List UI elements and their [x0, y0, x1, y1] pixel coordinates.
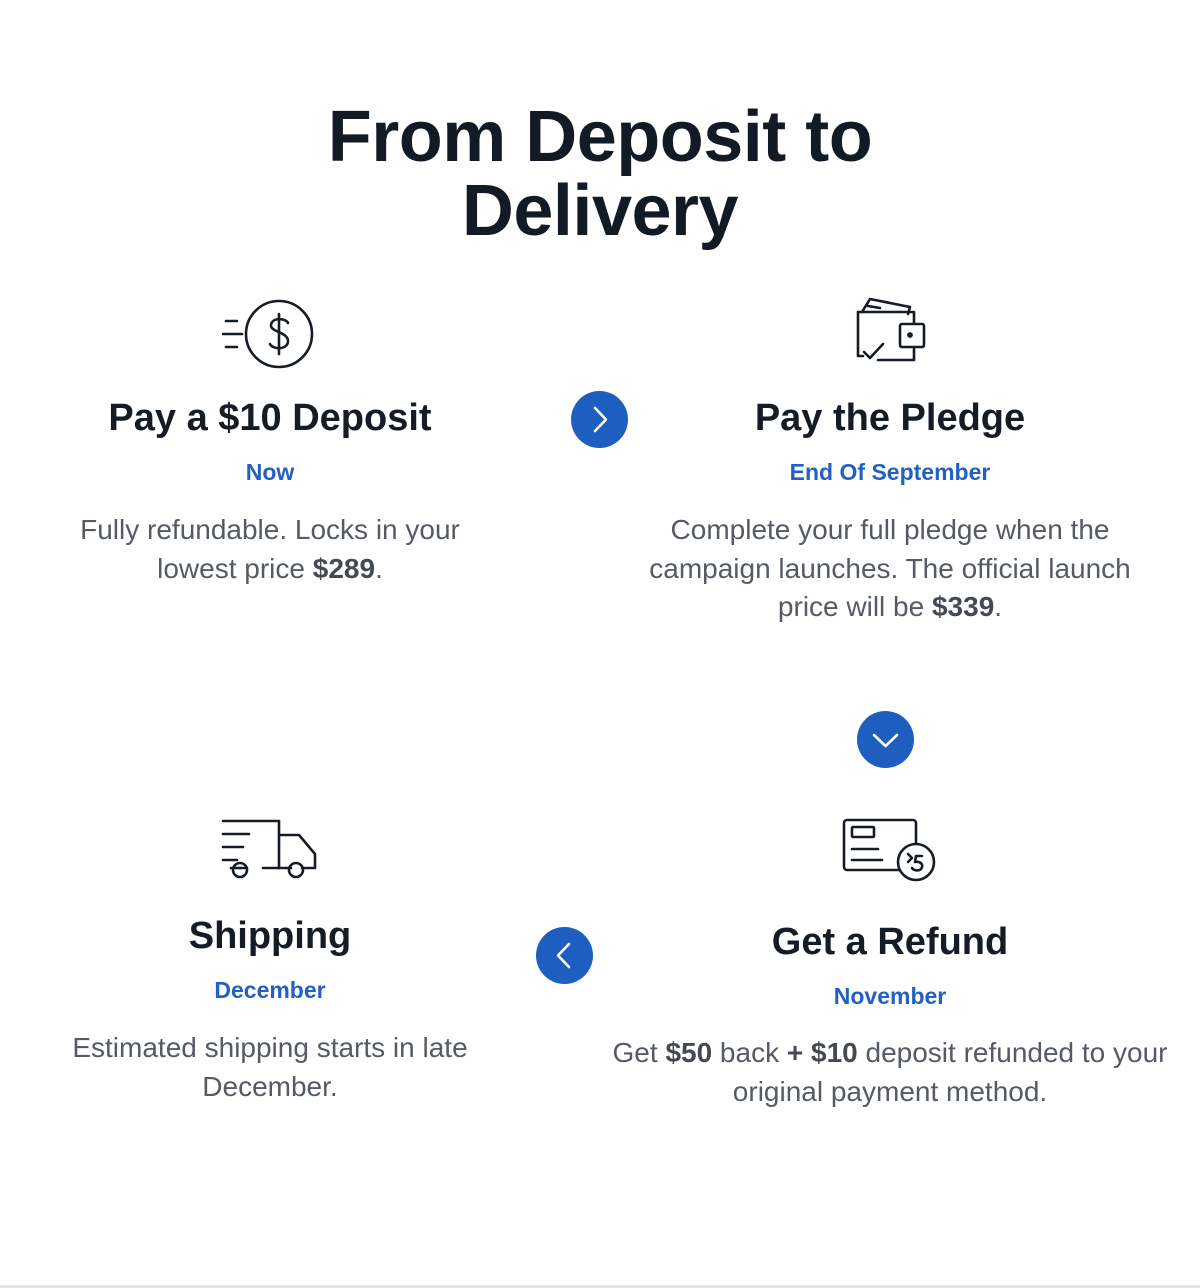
page-title-line-2: Delivery: [461, 171, 739, 251]
step-deposit: Pay a $10 Deposit Now Fully refundable. …: [40, 290, 500, 610]
step-heading: Get a Refund: [771, 921, 1009, 963]
price-highlight: $339: [931, 591, 995, 622]
card-refund-icon: [842, 818, 938, 884]
step-description: Estimated shipping starts in late Decemb…: [72, 1032, 468, 1102]
amount-highlight: $50: [665, 1037, 713, 1068]
chevron-right-icon: [593, 406, 608, 433]
previous-step-button[interactable]: [536, 927, 593, 984]
desc-text: .: [375, 552, 383, 584]
desc-text: .: [994, 591, 1003, 622]
step-timing: End Of September: [789, 459, 991, 485]
bottom-divider: [0, 1285, 1200, 1288]
desc-text: Complete your full pledge when the campa…: [649, 514, 1131, 622]
fast-dollar-coin-icon: [222, 294, 318, 374]
desc-text: back: [712, 1037, 787, 1068]
delivery-truck-icon: [221, 816, 319, 880]
step-shipping: Shipping December Estimated shipping sta…: [40, 810, 500, 1110]
step-heading: Pay a $10 Deposit: [108, 397, 432, 439]
price-highlight: $289: [312, 552, 376, 584]
plus-sign: +: [786, 1037, 804, 1068]
desc-text: Fully refundable. Locks in your lowest p…: [80, 514, 460, 584]
next-step-button[interactable]: [571, 391, 628, 448]
chevron-left-icon: [556, 942, 571, 969]
step-pledge: Pay the Pledge End Of September Complete…: [630, 290, 1150, 630]
step-heading: Shipping: [188, 915, 352, 957]
step-timing: Now: [245, 459, 295, 485]
page-title: From Deposit to Delivery: [0, 100, 1200, 248]
desc-text: [803, 1037, 811, 1068]
wallet-check-icon: [850, 294, 930, 368]
step-refund: Get a Refund November Get $50 back + $10…: [610, 810, 1170, 1120]
step-description: Fully refundable. Locks in your lowest p…: [40, 511, 500, 588]
page-title-line-1: From Deposit to: [327, 97, 873, 177]
amount-highlight: $10: [811, 1037, 858, 1068]
chevron-down-icon: [872, 733, 899, 748]
step-timing: November: [833, 983, 947, 1009]
desc-text: Get: [612, 1037, 666, 1068]
step-heading: Pay the Pledge: [754, 397, 1026, 439]
desc-text: deposit refunded to your original paymen…: [732, 1037, 1168, 1107]
step-timing: December: [214, 977, 326, 1003]
step-description: Get $50 back + $10 deposit refunded to y…: [610, 1034, 1170, 1111]
next-step-down-button[interactable]: [857, 711, 914, 768]
step-description: Complete your full pledge when the campa…: [630, 511, 1150, 627]
